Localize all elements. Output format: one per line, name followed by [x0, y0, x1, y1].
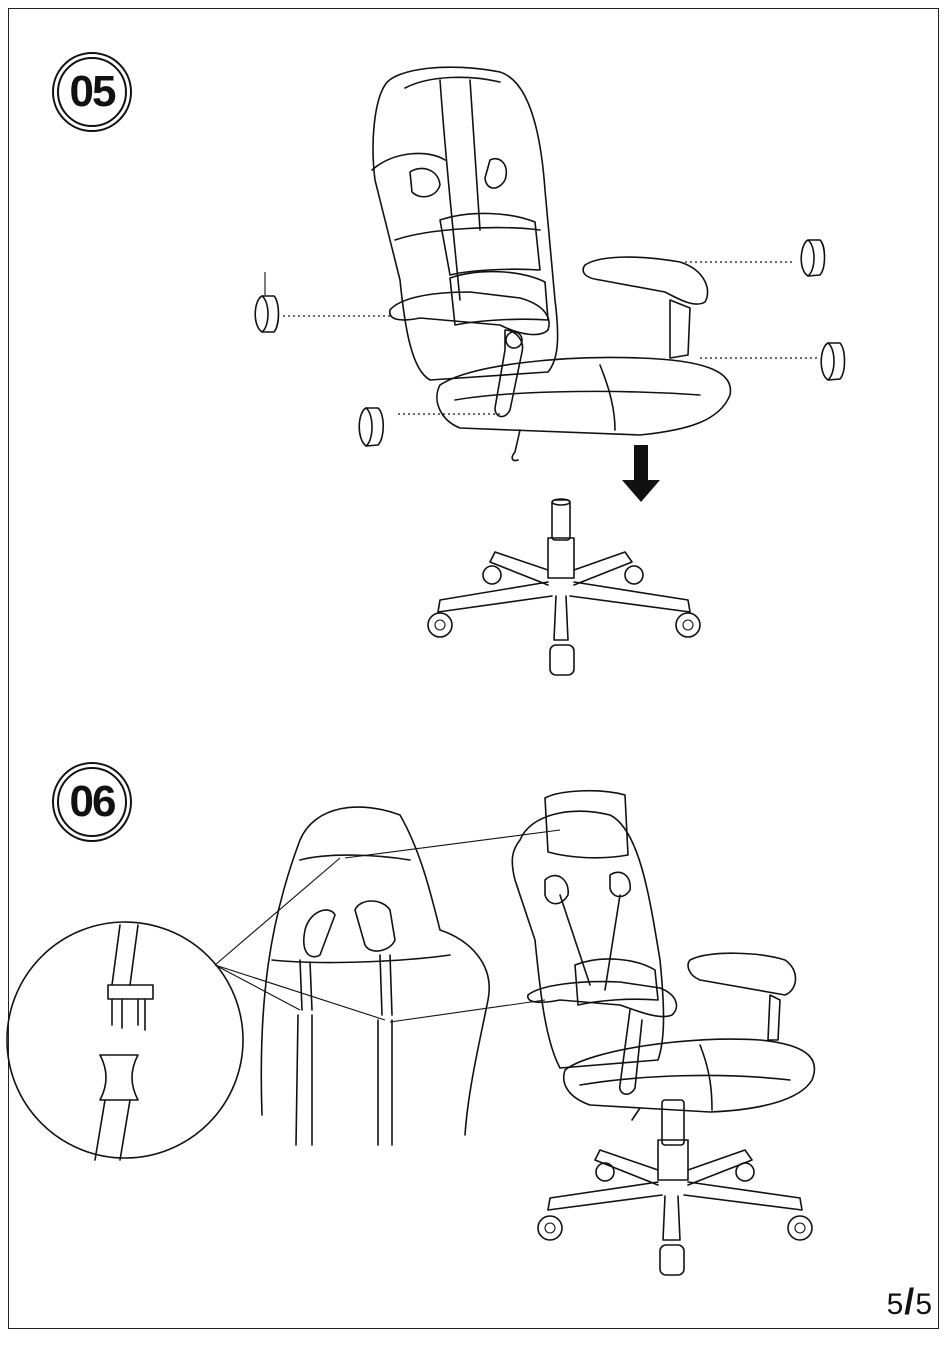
- strap-buckle-detail: [7, 922, 243, 1160]
- page-current: 5: [887, 1288, 904, 1321]
- page-number: 5/5: [887, 1281, 932, 1323]
- page-total: 5: [915, 1288, 932, 1321]
- down-arrow-icon: [622, 445, 660, 502]
- step-06-backrest-closeup: [261, 807, 489, 1145]
- screw-cap-left-lower: [359, 408, 383, 446]
- screw-cap-left-upper: [255, 272, 278, 332]
- screw-cap-right-lower: [821, 343, 844, 380]
- step-06-chair-illustration: [512, 791, 814, 1275]
- screw-cap-right-upper: [801, 240, 824, 276]
- step-05-chair-illustration: [283, 67, 818, 460]
- page-separator: /: [904, 1281, 914, 1322]
- step-05-base-illustration: [428, 499, 700, 675]
- zoom-leader-lines: [215, 830, 560, 1022]
